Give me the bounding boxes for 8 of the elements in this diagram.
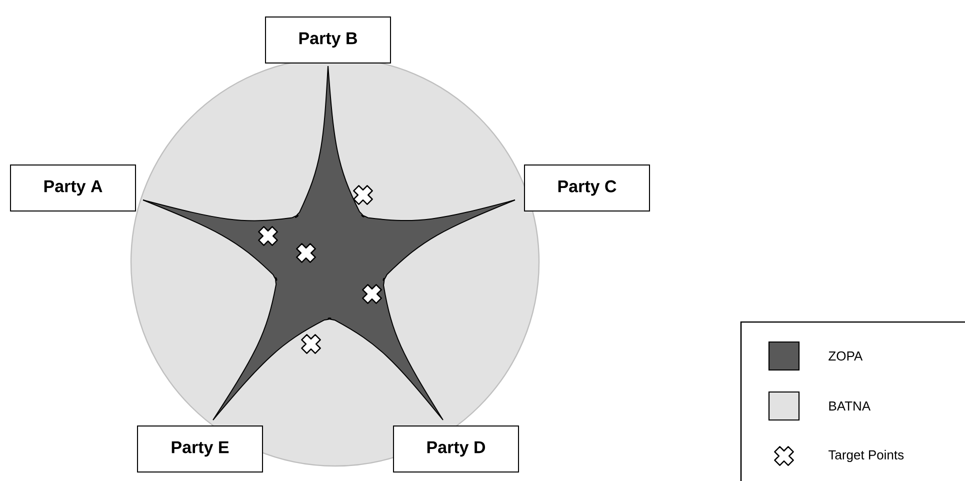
legend-label: ZOPA: [828, 351, 863, 361]
party-box: Party D: [393, 426, 519, 472]
party-box: Party B: [265, 16, 391, 64]
party-box: Party A: [10, 164, 136, 212]
party-box: Party C: [524, 164, 650, 212]
legend-label: Target Points: [828, 450, 904, 462]
legend-label: BATNA: [829, 402, 871, 410]
party-box: Party E: [137, 426, 263, 472]
